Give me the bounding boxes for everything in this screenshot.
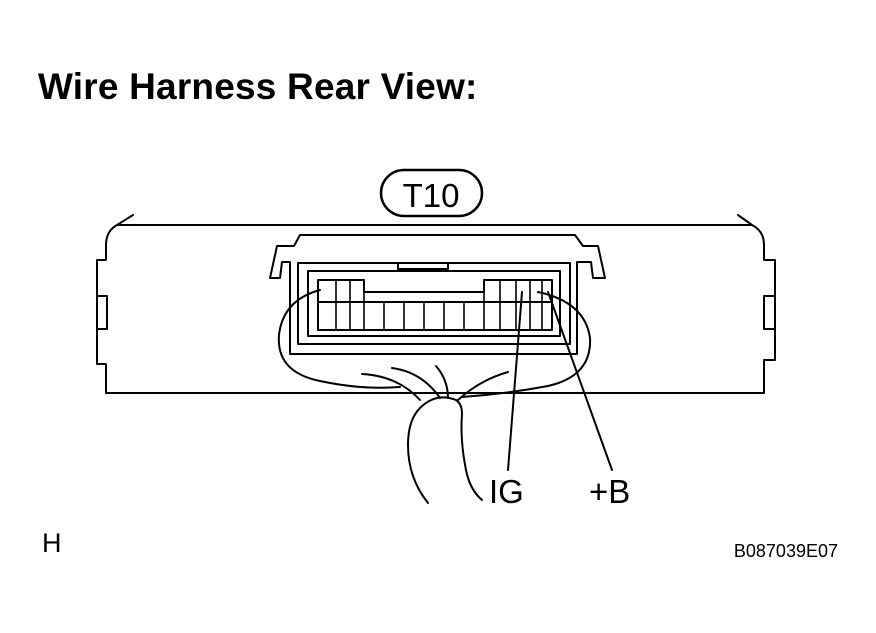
b-plus-leader-line: [547, 291, 613, 471]
connector-body: [269, 234, 606, 355]
terminal-label-ig: IG: [489, 473, 524, 510]
connector-code-text: T10: [403, 177, 460, 214]
left-latch-slot: [96, 295, 108, 330]
right-latch-slot: [763, 295, 776, 330]
figure-code: B087039E07: [733, 541, 838, 561]
corner-letter: H: [42, 528, 62, 558]
ig-leader-line: [507, 291, 523, 471]
diagram-title: Wire Harness Rear View:: [38, 66, 478, 107]
wire-harness: [277, 289, 592, 504]
terminal-leaders: [507, 291, 613, 471]
terminal-label-b-plus: +B: [589, 473, 630, 510]
connector-code-badge: T10: [379, 168, 484, 218]
terminal-cavities: [335, 279, 543, 331]
